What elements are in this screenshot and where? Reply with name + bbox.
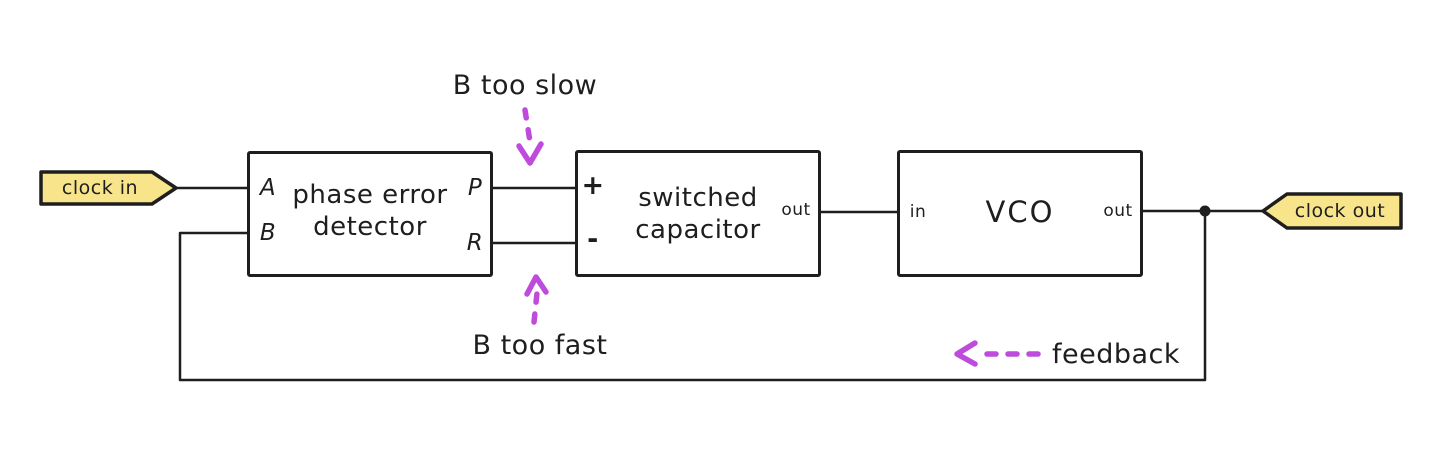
clock-out-tag-shape <box>1261 192 1403 230</box>
vco-in-label: in <box>909 202 927 222</box>
port-label-plus: + <box>581 169 605 201</box>
vco-title: VCO <box>985 195 1055 229</box>
phase-error-detector-title-line2: detector <box>313 212 427 242</box>
clock-out-tag-label: clock out <box>1294 200 1386 222</box>
feedback-arrow-icon <box>954 340 1041 367</box>
junction-dot <box>1199 205 1211 217</box>
annotation-feedback: feedback <box>1051 338 1181 370</box>
vco-block <box>897 150 1143 277</box>
port-label-b: B <box>259 220 277 246</box>
b-too-slow-arrow-icon <box>516 107 544 166</box>
switched-capacitor-title-line2: capacitor <box>635 215 761 245</box>
annotation-b-too-fast: B too fast <box>472 329 608 361</box>
switched-capacitor-out-label: out <box>781 200 811 220</box>
clock-in-tag-label: clock in <box>61 177 139 199</box>
port-label-a: A <box>259 175 277 201</box>
switched-capacitor-title-line1: switched <box>638 183 758 213</box>
vco-out-label: out <box>1103 201 1133 221</box>
port-label-p: P <box>467 175 483 201</box>
phase-error-detector-block <box>247 151 493 277</box>
clock-in-tag-shape <box>39 170 178 206</box>
port-label-r: R <box>466 230 484 256</box>
port-label-minus: - <box>587 223 599 255</box>
wire-feedback-loop <box>178 211 1207 382</box>
switched-capacitor-block <box>575 150 821 277</box>
b-too-fast-arrow-icon <box>524 274 549 325</box>
annotation-b-too-slow: B too slow <box>452 69 598 101</box>
phase-error-detector-title-line1: phase error <box>292 180 448 210</box>
